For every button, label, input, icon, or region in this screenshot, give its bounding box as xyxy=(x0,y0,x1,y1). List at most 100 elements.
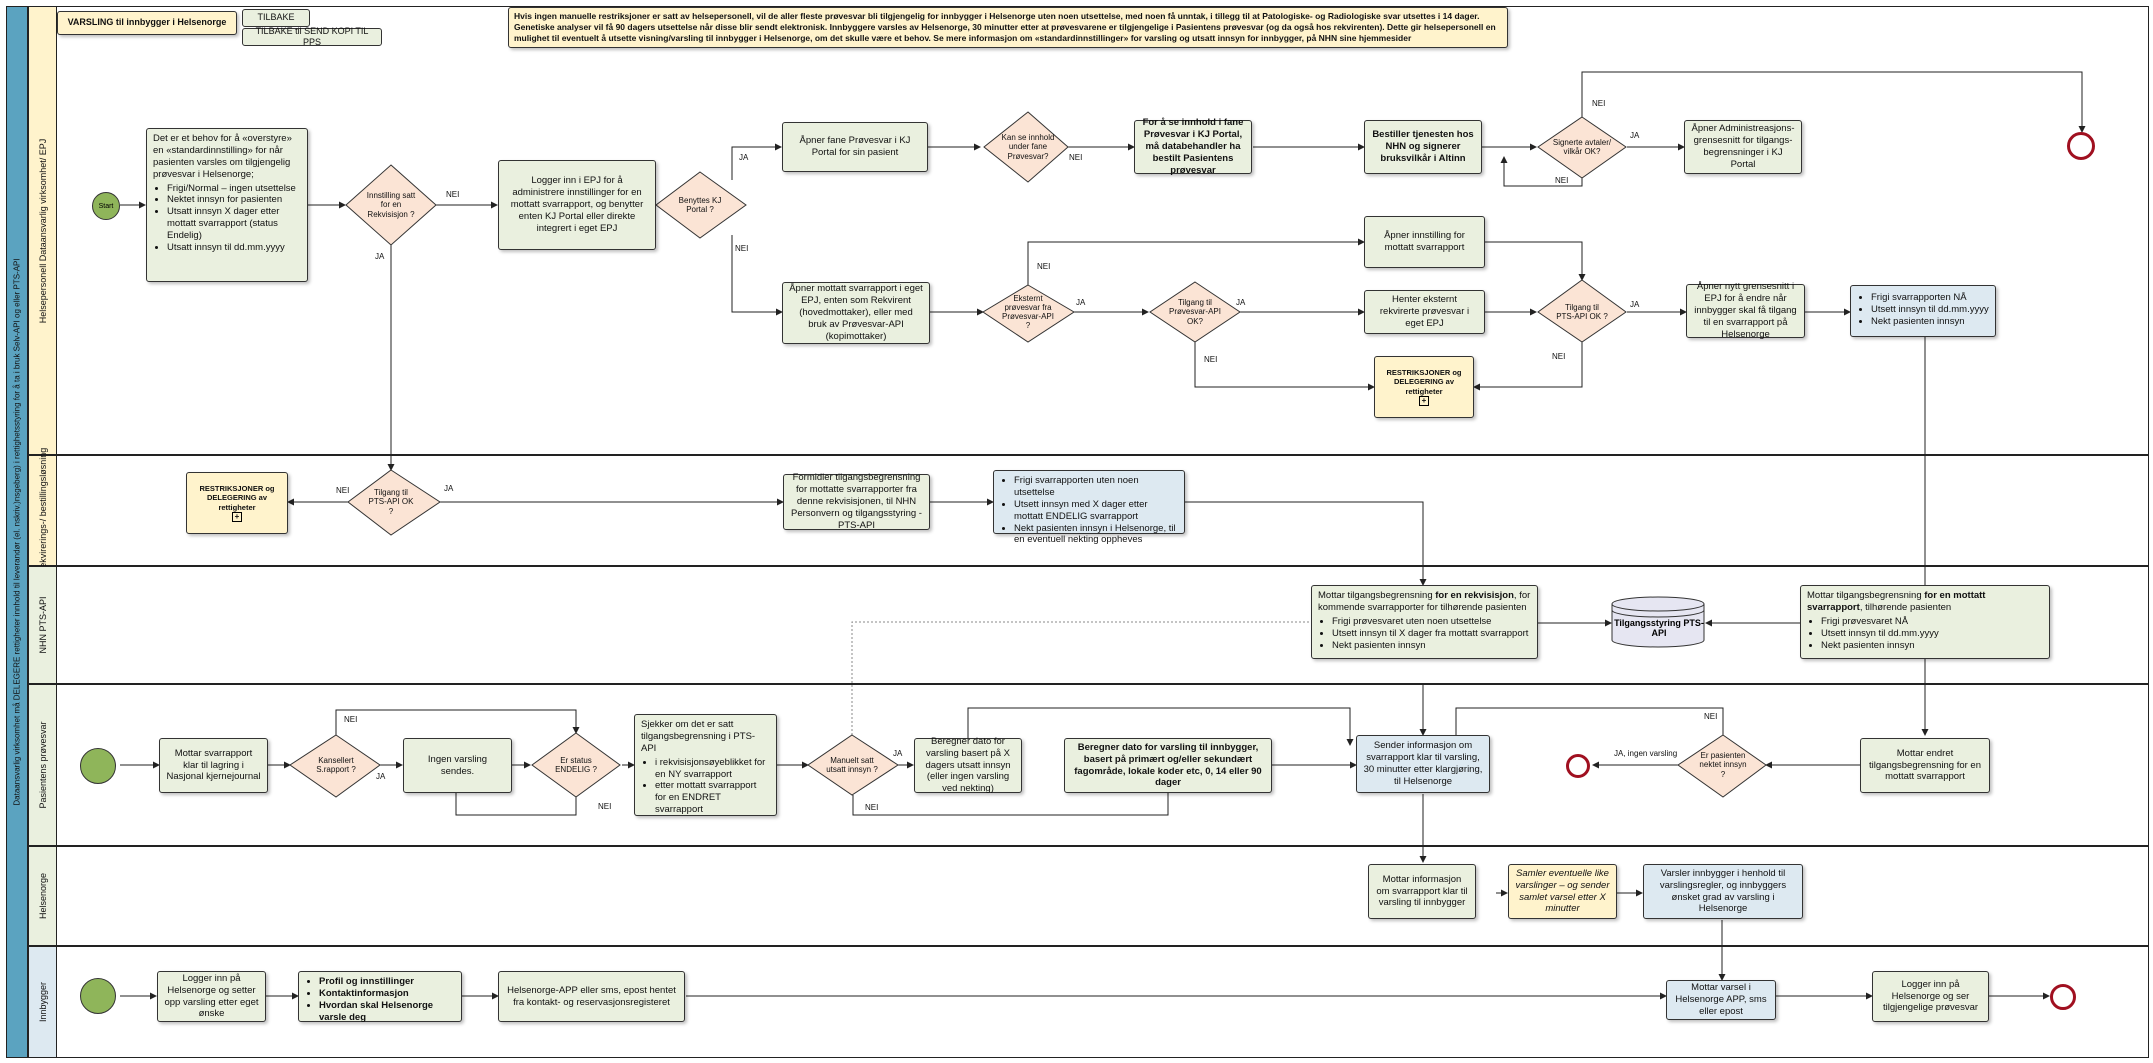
check-restrictions-box: Sjekker om det er satt tilgangsbegrensni… xyxy=(634,714,777,816)
receive-answer-bold: for en mottatt svarrapport xyxy=(1807,590,1986,613)
flow-label-ja: JA xyxy=(1236,298,1246,307)
lane-header-rekvirering: Rekvirerings-/ bestillingsløsning xyxy=(28,447,57,574)
check-restrictions-list: i rekvisisjonsøyeblikket for en NY svarr… xyxy=(641,757,770,816)
rek-options-list: Frigi svarrapporten uten noen utsettelse… xyxy=(1000,475,1178,546)
profile-list: Profil og innstillinger Kontaktinformasj… xyxy=(305,976,455,1024)
gateway-see-content xyxy=(983,111,1069,183)
lane-header-pasientens-provesvar: Pasientens prøvesvar xyxy=(28,684,57,846)
flow-label-nei: NEI xyxy=(1204,355,1218,364)
options-box: Frigi svarrapporten NÅ Utsett innsyn til… xyxy=(1850,285,1996,337)
receive-answer-item: Utsett innsyn til dd.mm.yyyy xyxy=(1821,628,1939,640)
gateway-manual-label: Manuelt satt utsatt innsyn ? xyxy=(826,755,878,774)
flow-label-nei: NEI xyxy=(1552,352,1566,361)
gateway-innstilling xyxy=(345,164,437,246)
end-event-inn xyxy=(2050,984,2076,1010)
open-received-box: Åpner mottatt svarrapport i eget EPJ, en… xyxy=(782,282,930,344)
restrictions-subprocess-rek[interactable]: RESTRIKSJONER og DELEGERING av rettighet… xyxy=(186,472,288,534)
pool-header: Dataansvarlig virksomhet må DELEGERE ret… xyxy=(6,6,28,1058)
expand-icon[interactable]: + xyxy=(1419,396,1429,407)
need-item: Utsatt innsyn X dager etter mottatt svar… xyxy=(167,206,301,242)
open-setting-box: Åpner innstilling for mottatt svarrappor… xyxy=(1364,216,1485,268)
open-new-ui-box: Åpner nytt grensesnitt i EPJ for å endre… xyxy=(1686,281,1805,340)
check-item: i rekvisisjonsøyeblikket for en NY svarr… xyxy=(655,757,770,781)
end-event-pas xyxy=(1566,754,1590,778)
gateway-signed-label: Signerte avtaler/ vilkår OK? xyxy=(1552,137,1612,156)
receive-request-box: Mottar tilgangsbegrensning for en rekvis… xyxy=(1311,585,1538,659)
flow-label-nei: NEI xyxy=(1704,712,1718,721)
receive-answer-list: Frigi prøvesvaret NÅ Utsett innsyn til d… xyxy=(1807,616,1939,652)
option-item: Nekt pasienten innsyn xyxy=(1871,316,1989,328)
gateway-pts-rek xyxy=(347,469,441,536)
notify-box: Varsler innbygger i henhold til varsling… xyxy=(1643,864,1803,919)
profile-item: Kontaktinformasjon xyxy=(319,988,455,1000)
rek-option-item: Frigi svarrapporten uten noen utsettelse xyxy=(1014,475,1178,499)
open-tab-box: Åpner fane Prøvesvar i KJ Portal for sin… xyxy=(782,122,928,172)
need-override-list: Frigi/Normal – ingen utsettelse Nektet i… xyxy=(153,183,301,254)
profile-item: Hvordan skal Helsenorge varsle deg xyxy=(319,1000,455,1024)
receive-notification-box: Mottar varsel i Helsenorge APP, sms elle… xyxy=(1666,980,1776,1020)
expand-icon[interactable]: + xyxy=(232,512,242,523)
start-event-pas xyxy=(80,748,116,784)
mediate-box: Formidler tilgangsbegrensning for mottat… xyxy=(783,472,930,531)
rek-options-box: Frigi svarrapporten uten noen utsettelse… xyxy=(993,470,1185,545)
receive-info-box: Mottar informasjon om svarrapport klar t… xyxy=(1368,864,1476,919)
flow-label-nei: NEI xyxy=(1592,99,1606,108)
receive-answer-text: , tilhørende pasienten xyxy=(1859,601,1952,613)
calc-x-days-box: Beregner dato for varsling basert på X d… xyxy=(914,736,1022,794)
flow-label-ja: JA xyxy=(376,772,386,781)
lane-header-helsepersonell: Helsepersonell Dataansvarlig virksomhet/… xyxy=(28,6,57,455)
gateway-external xyxy=(982,284,1075,343)
flow-label-ja: JA xyxy=(739,153,749,162)
database-label: Tilgangsstyring PTS-API xyxy=(1614,617,1704,638)
title-box: VARSLING til innbygger i Helsenorge xyxy=(57,11,237,35)
option-item: Frigi svarrapporten NÅ xyxy=(1871,292,1989,304)
app-channel-box: Helsenorge-APP eller sms, epost hentet f… xyxy=(498,971,685,1022)
back-to-send-copy-button[interactable]: TILBAKE til SEND KOPI TIL PPS xyxy=(242,26,382,47)
need-override-intro: Det er et behov for å «overstyre» en «st… xyxy=(153,133,292,180)
flow-label-nei: NEI xyxy=(735,244,749,253)
receive-request-text: , for kommende svarrapporter for tilhøre… xyxy=(1318,590,1531,613)
need-item: Frigi/Normal – ingen utsettelse xyxy=(167,183,301,195)
flow-label-ja: JA xyxy=(893,749,903,758)
gateway-final xyxy=(531,732,621,798)
gateway-cancelled xyxy=(289,734,381,798)
option-item: Utsett innsyn til dd.mm.yyyy xyxy=(1871,304,1989,316)
flow-label-nei: NEI xyxy=(1069,153,1083,162)
flow-label-nei: NEI xyxy=(1037,262,1051,271)
login-setup-box: Logger inn på Helsenorge og setter opp v… xyxy=(157,971,266,1022)
flow-label-ja: JA xyxy=(375,252,385,261)
see-info-box: For å se innhold i fane Prøvesvar i KJ P… xyxy=(1134,117,1252,176)
gateway-pts-label: Tilgang til PTS-API OK ? xyxy=(1556,302,1608,321)
profile-item: Profil og innstillinger xyxy=(319,976,455,988)
flow-label-ja: JA xyxy=(1630,300,1640,309)
back-button[interactable]: TILBAKE xyxy=(242,9,310,27)
receive-request-list: Frigi prøvesvaret uten noen utsettelse U… xyxy=(1318,616,1528,652)
gateway-external-label: Eksternt prøvesvar fra Prøvesvar-API ? xyxy=(1001,293,1054,331)
gateway-manual xyxy=(807,734,899,796)
login-epj-box: Logger inn i EPJ for å administrere inns… xyxy=(498,160,656,250)
flow-label-ja: JA xyxy=(1630,131,1640,140)
check-restrictions-intro: Sjekker om det er satt tilgangsbegrensni… xyxy=(641,719,756,754)
send-info-box: Sender informasjon om svarrapport klar t… xyxy=(1356,735,1490,793)
receive-request-item: Nekt pasienten innsyn xyxy=(1332,640,1528,652)
receive-answer-item: Frigi prøvesvaret NÅ xyxy=(1821,616,1939,628)
rek-option-item: Utsett innsyn med X dager etter mottatt … xyxy=(1014,499,1178,523)
flow-label-nei: NEI xyxy=(446,190,460,199)
gateway-access-api-label: Tilgang til Prøvesvar-API OK? xyxy=(1168,298,1221,326)
calc-default-box: Beregner dato for varsling til innbygger… xyxy=(1064,738,1272,793)
restrictions-subprocess-rek-label: RESTRIKSJONER og DELEGERING av rettighet… xyxy=(199,483,275,512)
receive-report-box: Mottar svarrapport klar til lagring i Na… xyxy=(159,738,268,793)
database-icon xyxy=(1611,596,1705,648)
restrictions-subprocess-hp[interactable]: RESTRIKSJONER og DELEGERING av rettighet… xyxy=(1374,356,1474,418)
receive-answer-box: Mottar tilgangsbegrensning for en mottat… xyxy=(1800,585,2050,659)
flow-label-nei: NEI xyxy=(1555,176,1569,185)
order-service-box: Bestiller tjenesten hos NHN og signerer … xyxy=(1364,120,1482,174)
receive-request-bold: for en rekvisisjon xyxy=(1435,590,1514,601)
rek-option-item: Nekt pasienten innsyn i Helsenorge, til … xyxy=(1014,523,1178,547)
gateway-pts-rek-label: Tilgang til PTS-API OK ? xyxy=(368,488,414,516)
need-override-box: Det er et behov for å «overstyre» en «st… xyxy=(146,128,308,282)
receive-request-item: Utsett innsyn til X dager fra mottatt sv… xyxy=(1332,628,1528,640)
flow-label-ja: JA xyxy=(1076,298,1086,307)
flow-label-nei: NEI xyxy=(865,803,879,812)
